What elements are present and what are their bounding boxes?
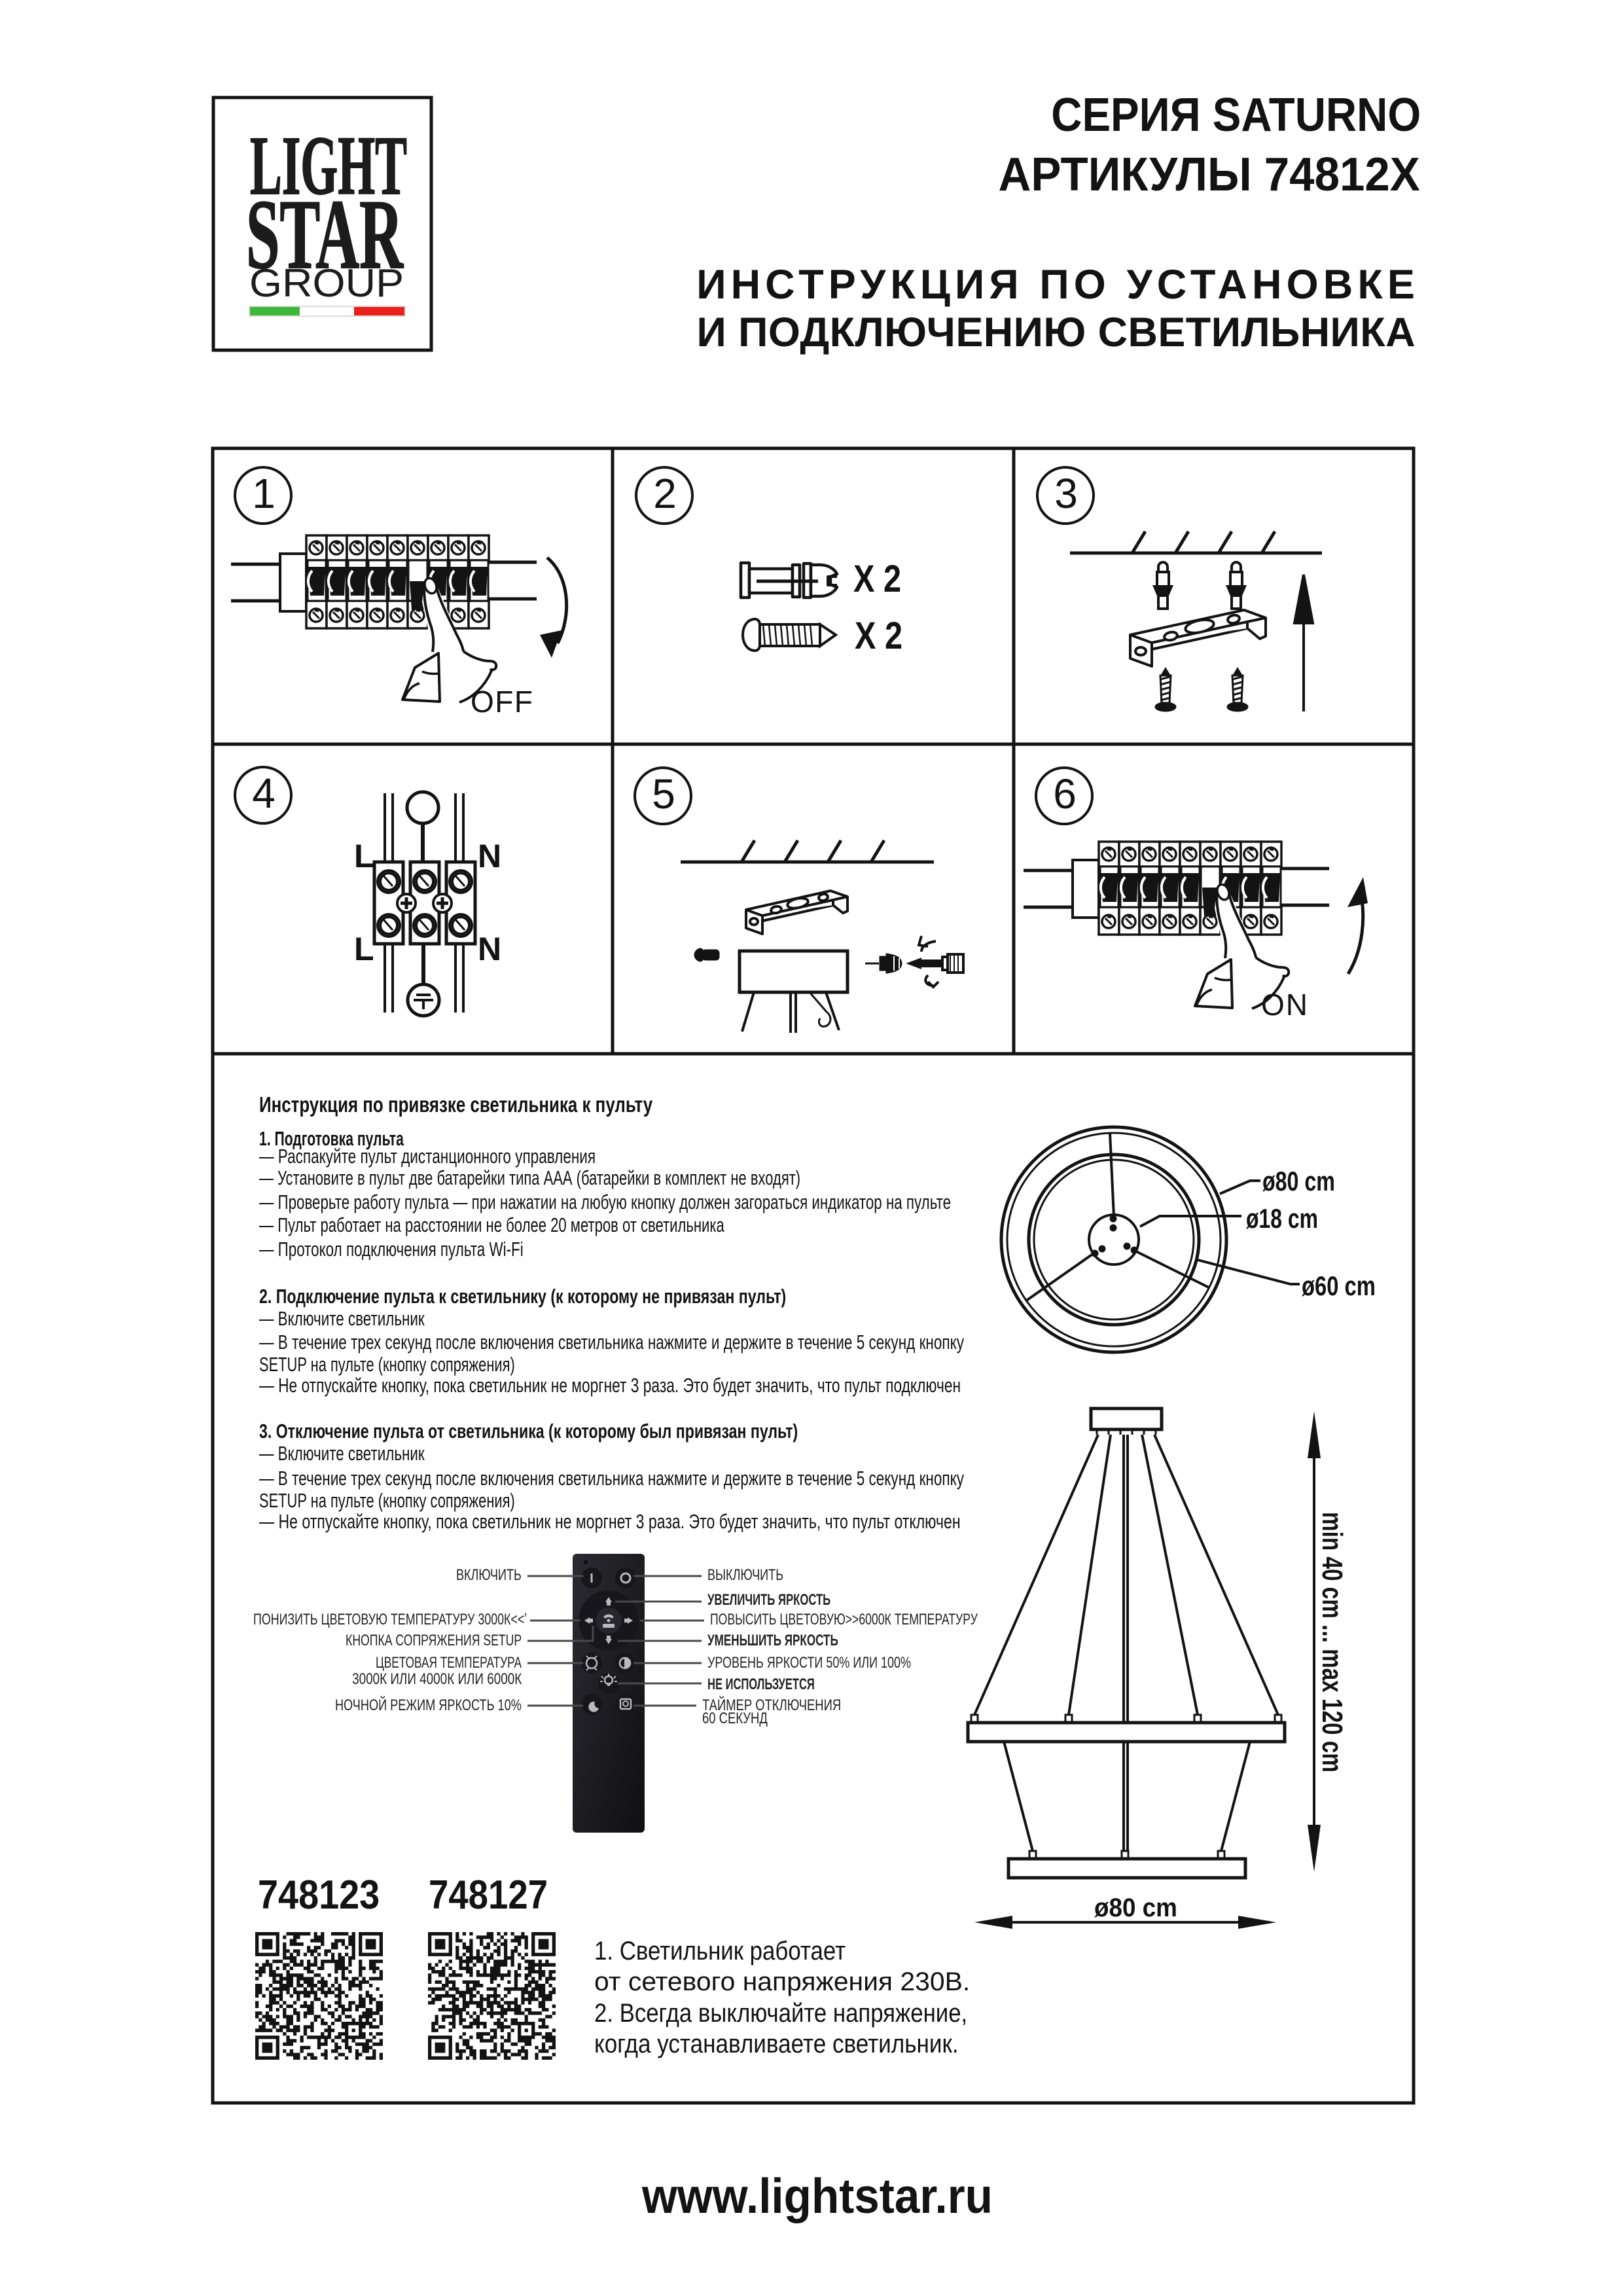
svg-text:min 40 cm ... max 120 cm: min 40 cm ... max 120 cm: [1316, 1512, 1348, 1772]
svg-text:LIGHT: LIGHT: [250, 119, 407, 212]
svg-text:GROUP: GROUP: [249, 261, 404, 305]
svg-text:STAR: STAR: [246, 179, 404, 289]
